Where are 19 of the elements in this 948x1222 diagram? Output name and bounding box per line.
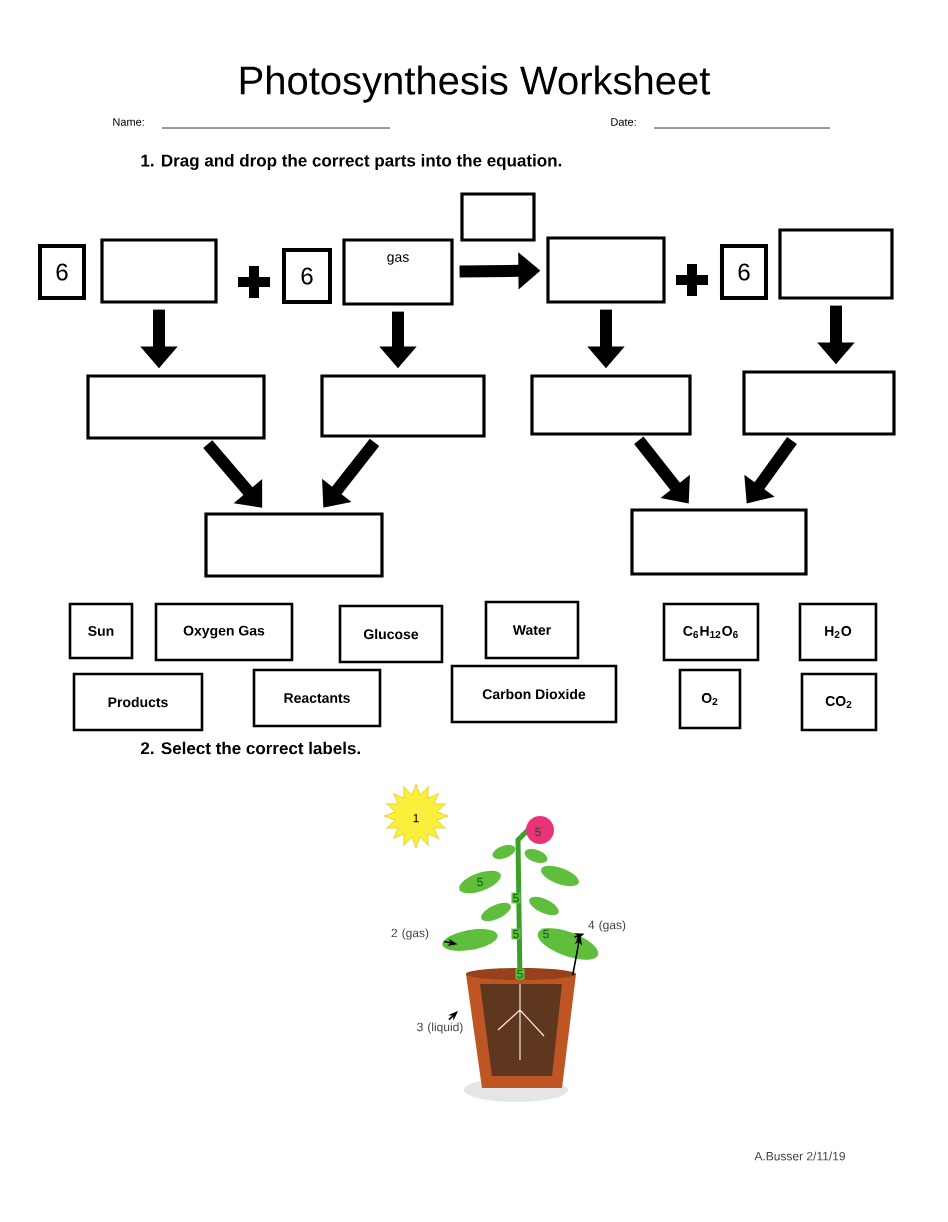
answer-box [100, 238, 218, 304]
question: 1. Drag and drop the correct parts into the equation. [141, 154, 562, 170]
arrow [203, 440, 263, 508]
arrow [634, 436, 690, 504]
answer-box [530, 374, 692, 436]
question: 2. Select the correct labels. [141, 741, 360, 755]
number-box: 6 [282, 248, 332, 304]
answer-box [86, 374, 266, 440]
answer-box [546, 236, 666, 304]
answer-box [204, 512, 384, 578]
number-box: 6 [720, 244, 768, 300]
answer-box [320, 374, 486, 438]
answer-box [742, 370, 896, 436]
answer-box [460, 192, 536, 242]
arrow [322, 438, 380, 508]
title: Photosynthesis Worksheet [240, 65, 711, 103]
number-box: 6 [38, 244, 86, 300]
answer-box [630, 508, 808, 576]
answer-box [778, 228, 894, 300]
